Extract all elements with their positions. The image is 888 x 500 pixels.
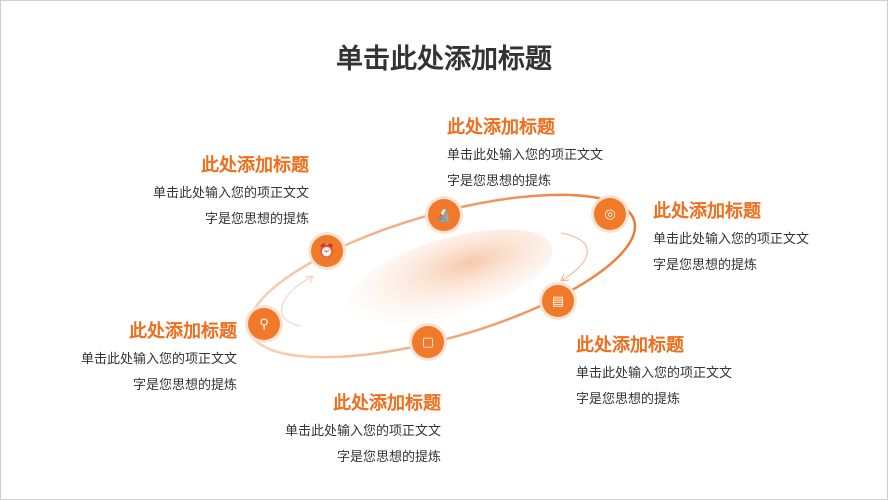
slide-title[interactable]: 单击此处添加标题 bbox=[336, 44, 552, 75]
item-text[interactable]: 字是您思想的提炼 bbox=[653, 258, 758, 273]
search-icon: ⚲ bbox=[248, 308, 280, 340]
item-text[interactable]: 单击此处输入您的项正文文 bbox=[284, 424, 441, 439]
item-text[interactable]: 单击此处输入您的项正文文 bbox=[653, 232, 810, 247]
item-heading[interactable]: 此处添加标题 bbox=[653, 201, 761, 222]
item-heading[interactable]: 此处添加标题 bbox=[129, 321, 237, 342]
item-heading[interactable]: 此处添加标题 bbox=[447, 117, 555, 138]
item-text[interactable]: 单击此处输入您的项正文文 bbox=[447, 148, 604, 163]
inner-arrow-right bbox=[560, 232, 588, 282]
item-2: 此处添加标题 单击此处输入您的项正文文 字是您思想的提炼 bbox=[447, 113, 603, 195]
item-text[interactable]: 字是您思想的提炼 bbox=[336, 450, 441, 465]
item-text[interactable]: 字是您思想的提炼 bbox=[204, 212, 309, 227]
item-6: 此处添加标题 单击此处输入您的项正文文 字是您思想的提炼 bbox=[81, 317, 237, 399]
item-heading[interactable]: 此处添加标题 bbox=[333, 393, 441, 414]
item-heading[interactable]: 此处添加标题 bbox=[201, 155, 309, 176]
target-icon: ◎ bbox=[594, 198, 626, 230]
calendar-icon: ▤ bbox=[542, 285, 574, 317]
item-text[interactable]: 单击此处输入您的项正文文 bbox=[152, 186, 309, 201]
item-text[interactable]: 单击此处输入您的项正文文 bbox=[80, 352, 237, 367]
item-5: 此处添加标题 单击此处输入您的项正文文 字是您思想的提炼 bbox=[285, 389, 441, 471]
item-text[interactable]: 字是您思想的提炼 bbox=[576, 392, 681, 407]
alarm-clock-icon: ⏰ bbox=[311, 235, 343, 267]
item-1: 此处添加标题 单击此处输入您的项正文文 字是您思想的提炼 bbox=[153, 151, 309, 233]
item-3: 此处添加标题 单击此处输入您的项正文文 字是您思想的提炼 bbox=[653, 197, 809, 279]
note-icon: ▢ bbox=[412, 326, 444, 358]
center-glow bbox=[349, 229, 553, 323]
item-text[interactable]: 单击此处输入您的项正文文 bbox=[576, 366, 733, 381]
item-text[interactable]: 字是您思想的提炼 bbox=[447, 174, 552, 189]
microscope-icon: 🔬 bbox=[428, 199, 460, 231]
item-heading[interactable]: 此处添加标题 bbox=[576, 335, 684, 356]
item-text[interactable]: 字是您思想的提炼 bbox=[132, 378, 237, 393]
inner-arrow-left bbox=[281, 275, 314, 327]
item-4: 此处添加标题 单击此处输入您的项正文文 字是您思想的提炼 bbox=[576, 331, 732, 413]
